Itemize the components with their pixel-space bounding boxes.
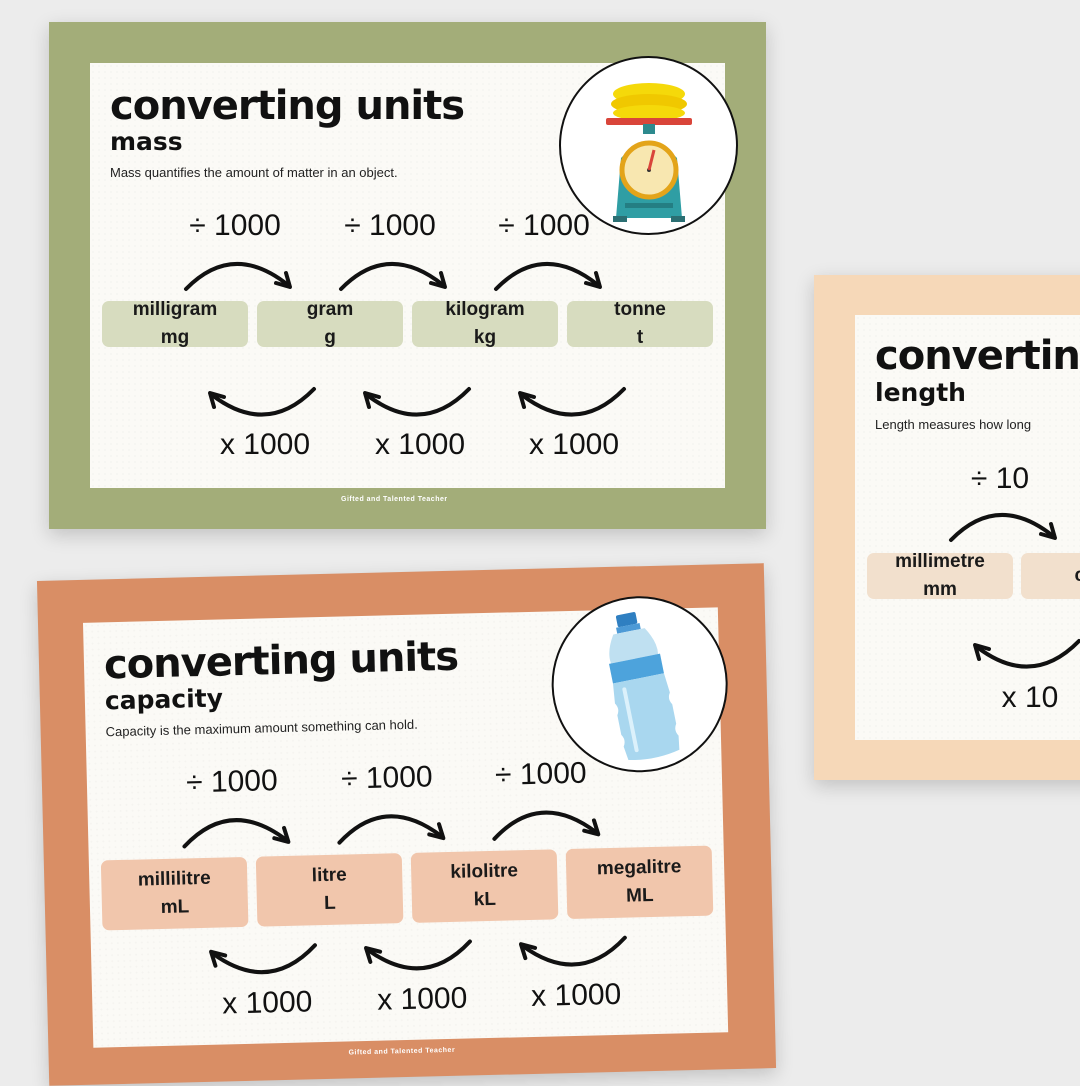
poster-footer: Gifted and Talented Teacher [348,1046,456,1057]
left-arrow-icon [518,387,626,417]
multiply-label: x 1000 [221,985,313,1021]
left-arrow-icon [209,943,317,975]
divide-label: ÷ 1000 [344,209,436,242]
poster-title: converting units [110,83,465,129]
left-arrow-icon [363,387,471,417]
unit-abbr: mg [160,327,190,348]
unit-box: millimetre mm [867,551,1013,600]
unit-name: megalitre [596,856,682,880]
length-poster: convertin length Length measures how lon… [814,275,1080,780]
capacity-poster: converting units capacity Capacity is th… [36,563,777,1086]
unit-box: kilogram kg [412,299,558,348]
poster-footer: Gifted and Talented Teacher [341,496,448,503]
mass-poster: converting units mass Mass quantifies th… [49,22,766,529]
poster-subtitle: mass [110,127,183,156]
unit-name: kilolitre [450,860,519,884]
divide-label: ÷ 1000 [498,209,590,242]
unit-name: litre [311,864,347,887]
left-arrow-icon [208,387,316,417]
unit-abbr: ML [625,884,654,907]
poster-description: Mass quantifies the amount of matter in … [110,165,398,180]
unit-box: millilitre mL [100,856,249,931]
unit-box: gram g [257,299,403,348]
divide-label: ÷ 1000 [185,764,279,800]
multiply-label: x 1000 [374,428,466,461]
unit-abbr: kg [473,327,497,348]
unit-abbr: L [323,892,336,915]
poster-description: Capacity is the maximum amount something… [105,716,418,740]
poster-title: converting units [103,633,459,689]
unit-box: litre L [255,853,404,927]
unit-name: tonne [614,299,666,321]
unit-abbr: g [324,327,336,348]
unit-name: gram [306,299,354,321]
right-arrow-icon [339,262,447,291]
poster-subtitle: length [875,378,966,407]
divide-label: ÷ 1000 [189,209,281,242]
unit-name: cent [1074,565,1080,587]
unit-name: kilogram [445,299,525,321]
capacity-poster-card: converting units capacity Capacity is th… [82,607,729,1048]
unit-name: millilitre [137,868,211,892]
left-arrow-icon [973,639,1080,669]
unit-box: cent [1021,553,1080,599]
right-arrow-icon [184,262,292,291]
multiply-label: x 10 [1001,681,1059,714]
right-arrow-icon [182,818,291,849]
unit-name: millimetre [895,551,985,573]
divide-label: ÷ 10 [970,462,1030,495]
unit-box: megalitre ML [565,845,714,920]
right-arrow-icon [337,814,446,845]
unit-abbr: mL [160,896,190,919]
divide-label: ÷ 1000 [494,756,587,792]
right-arrow-icon [494,262,602,291]
divide-label: ÷ 1000 [340,760,434,796]
left-arrow-icon [518,935,627,967]
unit-abbr: mm [923,579,957,600]
unit-abbr: t [636,327,644,348]
unit-box: kilolitre kL [410,849,559,923]
unit-name: milligram [132,299,218,321]
unit-abbr: kL [473,888,497,911]
unit-box: tonne t [567,299,713,348]
left-arrow-icon [364,939,472,971]
multiply-label: x 1000 [376,981,468,1017]
poster-title: convertin [875,333,1080,379]
multiply-label: x 1000 [528,428,620,461]
multiply-label: x 1000 [530,977,622,1013]
poster-subtitle: capacity [104,683,224,716]
length-poster-card: convertin length Length measures how lon… [855,315,1080,740]
multiply-label: x 1000 [219,428,311,461]
right-arrow-icon [492,810,601,841]
poster-description: Length measures how long [875,417,1032,432]
water-bottle-icon [549,594,730,775]
right-arrow-icon [949,513,1057,542]
unit-box: milligram mg [102,299,248,348]
kitchen-scale-with-bananas-icon [559,56,738,235]
